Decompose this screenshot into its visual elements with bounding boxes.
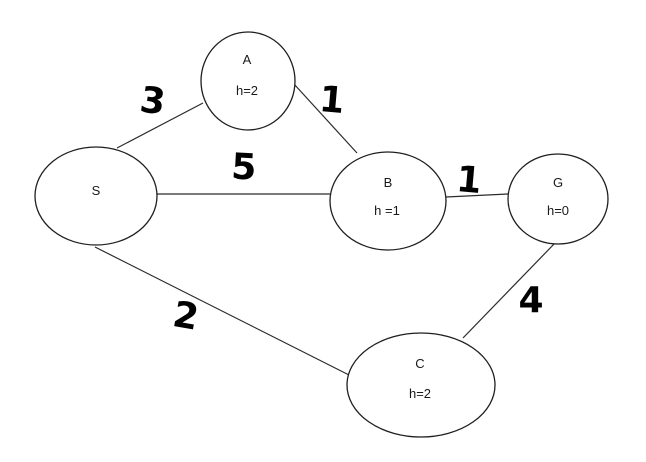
edge-c-g [462, 241, 557, 339]
node-a-heuristic: h=2 [236, 83, 258, 98]
edge-b-g [445, 193, 509, 198]
node-b-heuristic: h =1 [374, 203, 400, 218]
node-g-circle [507, 153, 609, 245]
node-b-label: B [384, 175, 393, 190]
node-a-label: A [243, 52, 252, 67]
node-b-circle [329, 151, 447, 251]
node-c-circle [346, 332, 496, 438]
edge-b-g-weight: 1 [455, 159, 484, 202]
node-c-heuristic: h=2 [409, 386, 431, 401]
edge-s-c [94, 246, 352, 377]
node-c-label: C [415, 356, 424, 371]
edge-c-g-weight: 4 [518, 280, 543, 321]
node-s-circle [34, 146, 158, 246]
node-g-label: G [553, 175, 563, 190]
edge-a-b [293, 83, 358, 154]
edge-s-c-weight: 2 [170, 294, 202, 339]
node-a-circle [200, 31, 296, 131]
node-g-heuristic: h=0 [547, 203, 569, 218]
node-s-label: S [92, 183, 101, 198]
edge-a-b-weight: 1 [318, 79, 347, 122]
edge-s-a-weight: 3 [137, 79, 168, 123]
edge-s-b-weight: 5 [230, 146, 257, 188]
edge-s-a [116, 102, 204, 149]
